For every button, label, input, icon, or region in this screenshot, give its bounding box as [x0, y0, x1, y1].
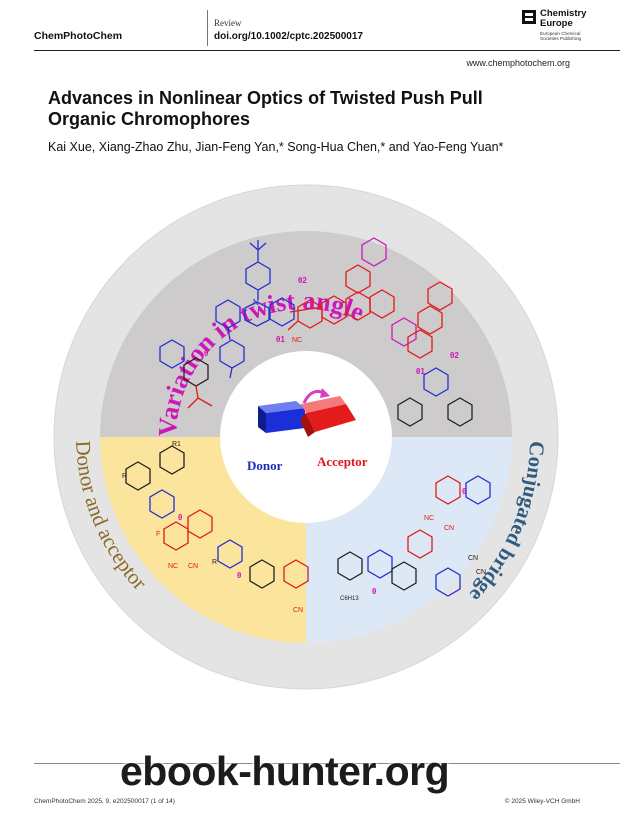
acceptor-label: Acceptor	[317, 454, 368, 469]
logo-subtitle: European Chemical Societies Publishing	[540, 31, 581, 42]
doi-link[interactable]: doi.org/10.1002/cptc.202500017	[214, 31, 363, 42]
chemistry-europe-logo-icon	[522, 10, 536, 24]
cn-right-1: CN	[468, 555, 478, 562]
header-rule	[34, 50, 620, 51]
footer-rule	[34, 763, 620, 764]
molecule-top-right	[397, 281, 473, 427]
cn-right-2: CN	[476, 569, 486, 576]
header-separator	[207, 10, 208, 46]
journal-url[interactable]: www.chemphotochem.org	[466, 58, 570, 68]
molecule-right	[337, 475, 491, 597]
c6h13-right: C6H13	[340, 596, 359, 602]
donor-block	[258, 401, 305, 433]
theta1-top: θ1	[276, 335, 285, 344]
article-type: Review	[214, 18, 242, 28]
nc-left: NC	[168, 563, 178, 570]
r1-left: R1	[172, 441, 181, 448]
theta1-top-right: θ1	[416, 367, 425, 376]
logo-sub-line2: Societies Publishing	[540, 36, 582, 42]
molecule-top-donor	[215, 240, 295, 379]
nc-right-top: NC	[424, 515, 434, 522]
molecule-top-pyridines	[361, 237, 417, 347]
footer-citation: ChemPhotoChem 2025, 9, e202500017 (1 of …	[34, 798, 175, 805]
donor-label: Donor	[247, 458, 283, 473]
atom-n-top: N	[253, 298, 259, 307]
molecule-top-acceptor	[287, 264, 395, 331]
center-disc	[220, 351, 392, 523]
f-left: F	[156, 531, 160, 538]
molecule-left	[125, 445, 309, 589]
molecule-top-left	[159, 339, 213, 409]
theta2-top-right: θ2	[450, 351, 459, 360]
theta2-top: θ2	[298, 276, 307, 285]
logo-name-line2: Europe	[540, 18, 573, 29]
cn-left: CN	[188, 563, 198, 570]
journal-name: ChemPhotoChem	[34, 30, 123, 42]
logo-name-line1: Chemistry	[540, 8, 587, 19]
article-title: Advances in Nonlinear Optics of Twisted …	[48, 88, 483, 129]
logo-sub-line1: European Chemical	[540, 31, 581, 36]
r-left-top: R	[122, 473, 127, 480]
r-left-mid: R	[212, 559, 217, 566]
nc-top: NC	[292, 337, 302, 344]
theta-left-2: θ	[237, 571, 241, 580]
cn-right-top: CN	[444, 525, 454, 532]
chemistry-europe-logo[interactable]: Chemistry Europe European Chemical Socie…	[522, 9, 612, 46]
theta-left-1: θ	[178, 513, 182, 522]
footer-copyright: © 2025 Wiley-VCH GmbH	[504, 798, 580, 805]
theta-right-1: θ	[462, 487, 466, 496]
cn-left-bottom: CN	[293, 607, 303, 614]
theta-right-2: θ	[372, 587, 376, 596]
acceptor-block	[300, 396, 356, 437]
logo-name: Chemistry Europe	[540, 9, 586, 29]
watermark-text: ebook-hunter.org	[120, 748, 450, 794]
top-sector	[100, 231, 512, 437]
author-list: Kai Xue, Xiang-Zhao Zhu, Jian-Feng Yan,*…	[48, 140, 504, 154]
theta-top-left: θ	[204, 349, 208, 358]
